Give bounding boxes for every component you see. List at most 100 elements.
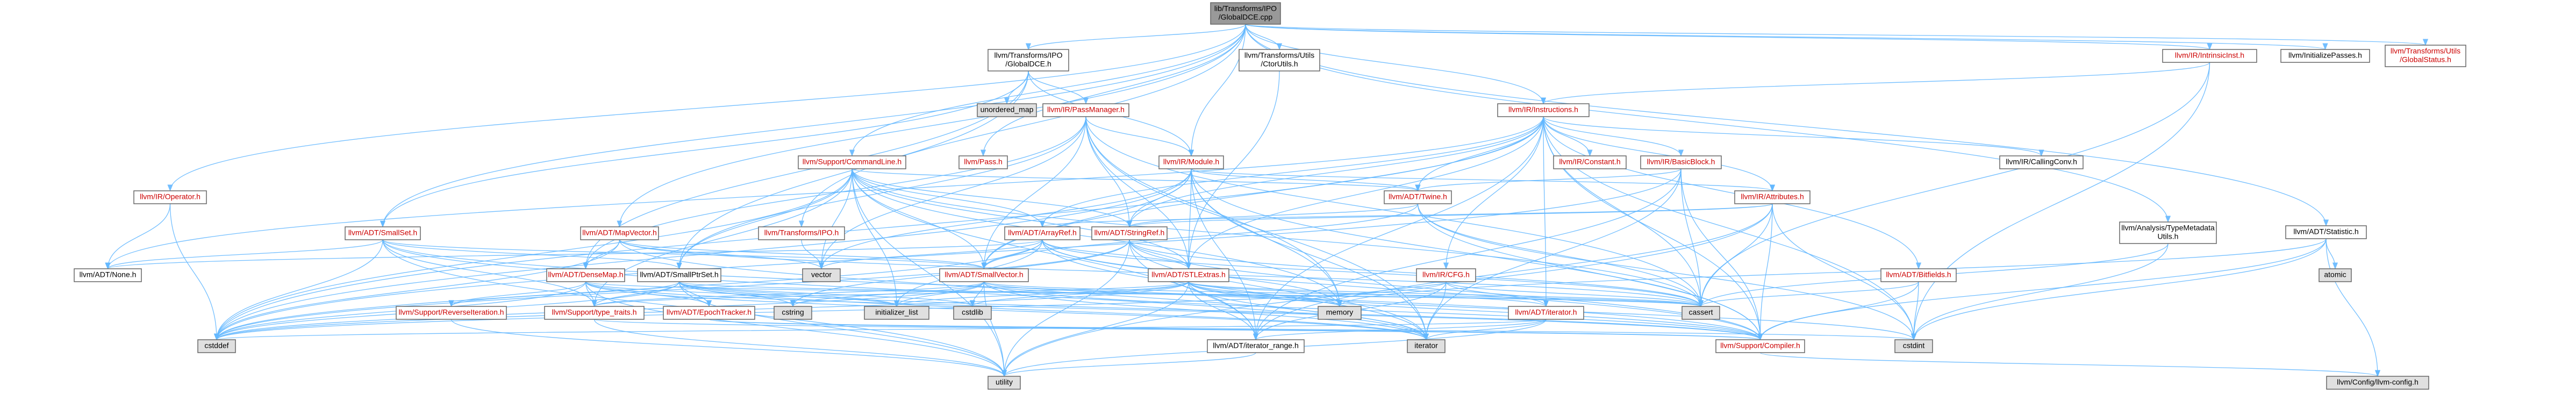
node-smallptrset-h[interactable]: llvm/ADT/SmallPtrSet.h	[637, 268, 721, 282]
node-memory: memory	[1318, 306, 1362, 320]
node-epochtracker-h[interactable]: llvm/ADT/EpochTracker.h	[663, 306, 755, 320]
node-cfg-h[interactable]: llvm/IR/CFG.h	[1416, 268, 1476, 282]
edge-attributes_h-to-stringref_h	[1127, 203, 1773, 228]
node-intrinsicinst-h[interactable]: llvm/IR/IntrinsicInst.h	[2162, 49, 2257, 63]
edge-root-to-module_h	[1188, 24, 1246, 157]
node-instructions-h[interactable]: llvm/IR/Instructions.h	[1497, 103, 1590, 117]
node-iterator-h[interactable]: llvm/ADT/iterator.h	[1508, 306, 1584, 320]
node-callingconv-h[interactable]: llvm/IR/CallingConv.h	[1999, 155, 2084, 169]
edge-smallptrset_h-to-compiler_h	[678, 281, 1763, 341]
edge-mapvector_h-to-cstddef	[213, 239, 620, 341]
edge-epochtracker_h-to-cstdint	[709, 319, 1916, 341]
node-globalstatus-h[interactable]: llvm/Transforms/Utils/GlobalStatus.h	[2385, 45, 2466, 67]
edge-module_h-to-twine_h	[1191, 168, 1421, 192]
node-compiler-h[interactable]: llvm/Support/Compiler.h	[1715, 339, 1805, 353]
node-box	[1880, 268, 1957, 282]
node-stlextras-h[interactable]: llvm/ADT/STLExtras.h	[1148, 268, 1229, 282]
node-box	[1508, 306, 1584, 320]
node-label: llvm/IR/PassManager.h	[1047, 105, 1125, 114]
edge-stringref_h-to-iterator_range_h	[1129, 239, 1259, 341]
node-smallset-h[interactable]: llvm/ADT/SmallSet.h	[345, 226, 421, 240]
node-label: llvm/Support/ReverseIteration.h	[398, 308, 504, 317]
node-box	[953, 306, 992, 320]
node-label: llvm/IR/CallingConv.h	[2006, 158, 2077, 166]
node-pass-h[interactable]: llvm/Pass.h	[958, 155, 1008, 169]
node-box	[1681, 306, 1720, 320]
edge-densemap_h-to-utility	[585, 281, 1007, 377]
node-label: llvm/IR/Instructions.h	[1508, 105, 1578, 114]
edge-commandline_h-to-arrayref_h	[851, 168, 1046, 228]
node-box	[2285, 225, 2367, 239]
node-none-h[interactable]: llvm/ADT/None.h	[74, 268, 142, 282]
edge-module_h-to-vector	[818, 168, 1192, 270]
edge-module_h-to-compiler_h	[1191, 168, 1763, 341]
node-bitfields-h[interactable]: llvm/ADT/Bitfields.h	[1880, 268, 1957, 282]
node-passmanager-h[interactable]: llvm/IR/PassManager.h	[1042, 103, 1129, 117]
edge-instructions_h-to-callingconv_h	[1543, 116, 2044, 157]
edge-commandline_h-to-stringref_h	[851, 168, 1133, 228]
node-label: vector	[811, 270, 832, 279]
node-box	[798, 155, 906, 169]
node-arrayref-h[interactable]: llvm/ADT/ArrayRef.h	[1004, 226, 1081, 240]
node-label: llvm/ADT/DenseMap.h	[548, 270, 623, 279]
edge-twine_h-to-compiler_h	[1417, 203, 1763, 341]
node-label: utility	[996, 378, 1013, 386]
edge-densemap_h-to-initializer_list	[585, 281, 899, 307]
node-globaldce-h[interactable]: llvm/Transforms/IPO/GlobalDCE.h	[988, 49, 1069, 71]
node-commandline-h[interactable]: llvm/Support/CommandLine.h	[798, 155, 906, 169]
node-module-h[interactable]: llvm/IR/Module.h	[1158, 155, 1224, 169]
node-densemap-h[interactable]: llvm/ADT/DenseMap.h	[546, 268, 625, 282]
node-stringref-h[interactable]: llvm/ADT/StringRef.h	[1091, 226, 1168, 240]
node-box	[1734, 190, 1811, 204]
node-attributes-h[interactable]: llvm/IR/Attributes.h	[1734, 190, 1811, 204]
node-mapvector-h[interactable]: llvm/ADT/MapVector.h	[580, 226, 659, 240]
edge-root-to-initializepasses_h	[1245, 24, 2328, 51]
node-initializer-list: initializer_list	[864, 306, 929, 320]
edge-root-to-commandline_h	[849, 24, 1246, 157]
edge-stringref_h-to-iterator	[1129, 239, 1429, 341]
node-type-traits-h[interactable]: llvm/Support/type_traits.h	[544, 306, 645, 320]
node-label: llvm/Analysis/TypeMetadata	[2121, 224, 2215, 232]
node-cloneutils-h[interactable]: llvm/Transforms/Utils/CtorUtils.h	[1239, 49, 1320, 71]
node-smallvector-h[interactable]: llvm/ADT/SmallVector.h	[939, 268, 1029, 282]
edge-bitfields_h-to-cassert	[1698, 281, 1919, 307]
node-box	[774, 306, 812, 320]
node-box	[1210, 2, 1281, 25]
node-initializepasses-h[interactable]: llvm/InitializePasses.h	[2280, 49, 2370, 63]
edge-instructions_h-to-smallvector_h	[981, 116, 1544, 270]
edge-arrayref_h-to-cassert	[1042, 239, 1704, 307]
edge-stlextras_h-to-type_traits_h	[591, 281, 1189, 307]
node-box	[864, 306, 929, 320]
node-basicblock-h[interactable]: llvm/IR/BasicBlock.h	[1640, 155, 1722, 169]
node-atomic: atomic	[2319, 268, 2352, 282]
node-twine-h[interactable]: llvm/ADT/Twine.h	[1384, 190, 1452, 204]
node-box	[1999, 155, 2084, 169]
edge-instructions_h-to-constant_h	[1543, 116, 1593, 157]
node-label: llvm/IR/Module.h	[1163, 158, 1219, 166]
node-ipo-h[interactable]: llvm/Transforms/IPO.h	[758, 226, 845, 240]
edge-stringref_h-to-cstddef	[214, 239, 1130, 341]
edge-arrayref_h-to-cstddef	[213, 239, 1043, 341]
node-operator-h[interactable]: llvm/IR/Operator.h	[133, 190, 207, 204]
edge-statistic_h-to-llvm_config_h	[2325, 238, 2381, 377]
edge-smallset_h-to-smallvector_h	[382, 239, 987, 270]
node-label: llvm/ADT/None.h	[80, 270, 137, 279]
node-iterator-range-h[interactable]: llvm/ADT/iterator_range.h	[1207, 339, 1305, 353]
edge-twine_h-to-cstdint	[1417, 203, 1917, 341]
edge-iterator_h-to-cstddef	[214, 319, 1547, 341]
node-box	[2319, 268, 2352, 282]
edge-root-to-mapvector_h	[617, 24, 1246, 228]
node-reverseiteration-h[interactable]: llvm/Support/ReverseIteration.h	[396, 306, 507, 320]
node-box	[1497, 103, 1590, 117]
edge-smallptrset_h-to-cassert	[678, 281, 1704, 307]
node-label: llvm/IR/IntrinsicInst.h	[2175, 51, 2244, 60]
node-constant-h[interactable]: llvm/IR/Constant.h	[1553, 155, 1627, 169]
node-llvm-config-h: llvm/Config/llvm-config.h	[2326, 376, 2429, 390]
node-box	[958, 155, 1008, 169]
edge-layer	[105, 24, 2428, 377]
node-statistic-h[interactable]: llvm/ADT/Statistic.h	[2285, 225, 2367, 239]
edge-arrayref_h-to-vector	[818, 239, 1043, 270]
edge-instructions_h-to-stlextras_h	[1185, 116, 1544, 270]
node-label: llvm/ADT/Statistic.h	[2293, 227, 2358, 236]
